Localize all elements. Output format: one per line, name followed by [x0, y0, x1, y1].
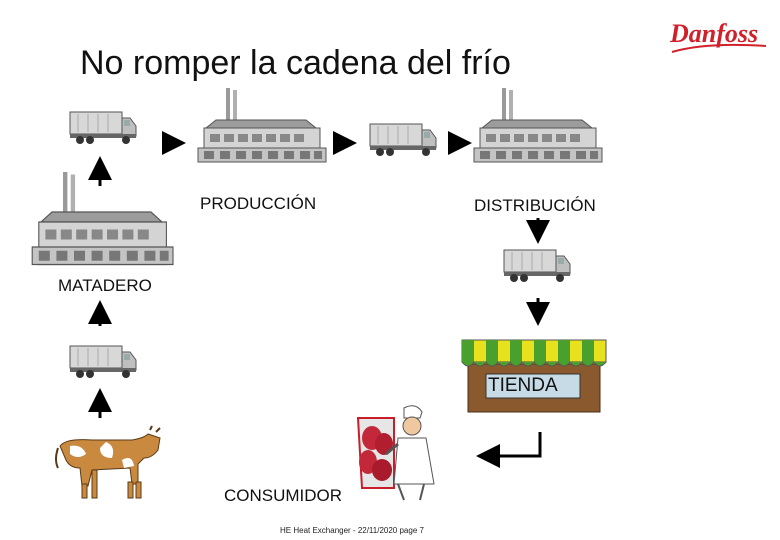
label-consumer: CONSUMIDOR — [224, 486, 343, 505]
danfoss-logo: Danfoss — [669, 19, 767, 53]
logo-text: Danfoss — [669, 19, 758, 48]
store-sign-text: TIENDA — [488, 375, 558, 396]
label-production: PRODUCCIÓN — [200, 194, 317, 213]
footer-text: HE Heat Exchanger - 22/11/2020 page 7 — [280, 526, 424, 535]
butcher-icon — [356, 405, 435, 501]
arrow-elbow — [476, 432, 542, 468]
label-distribution: DISTRIBUCIÓN — [474, 196, 596, 215]
store-icon — [461, 339, 607, 413]
page-title: No romper la cadena del frío — [80, 44, 511, 82]
cow-icon — [55, 425, 161, 499]
label-slaughterhouse: MATADERO — [58, 276, 152, 295]
